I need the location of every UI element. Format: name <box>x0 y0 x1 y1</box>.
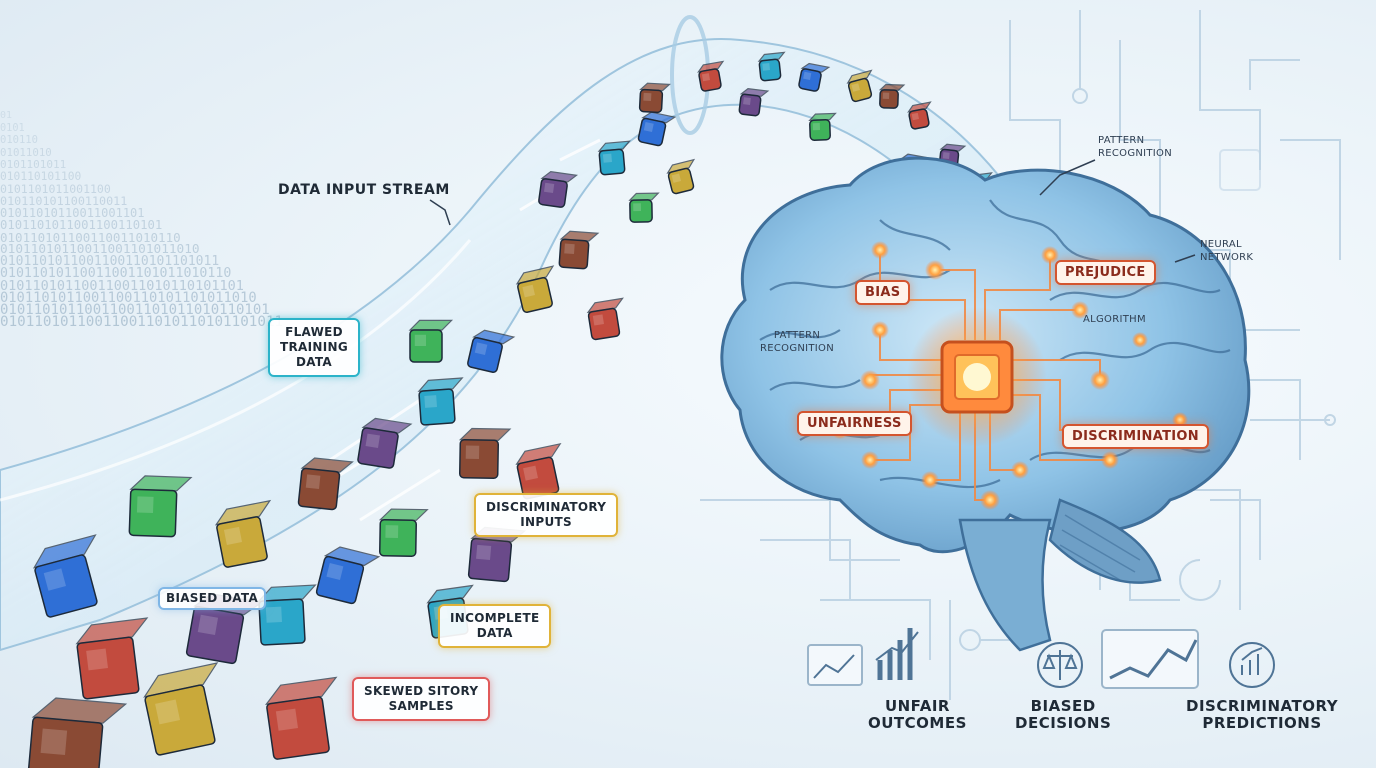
data-cube <box>798 62 831 92</box>
callout-flawed-training-data: FLAWED TRAINING DATA <box>268 318 360 377</box>
data-cube <box>597 140 631 176</box>
binary-line: 010110 <box>0 134 38 146</box>
data-cube <box>878 83 906 109</box>
data-cube <box>467 329 516 373</box>
label-neural-network: NEURAL NETWORK <box>1200 239 1254 263</box>
processor-chip <box>907 307 1047 447</box>
data-cube <box>666 158 696 195</box>
binary-line: 01011010110011001101011010110101 <box>0 302 270 318</box>
data-input-stream-label: DATA INPUT STREAM <box>278 182 450 198</box>
data-cube <box>757 51 786 82</box>
outcome-icons <box>807 628 1275 689</box>
data-cube <box>738 88 770 117</box>
callout-discriminatory-inputs: DISCRIMINATORY INPUTS <box>474 493 619 537</box>
outcome-biased: BIASED DECISIONS <box>1015 697 1112 733</box>
label-pattern-recognition-outer: PATTERN RECOGNITION <box>1098 135 1173 159</box>
binary-line: 01011010110011001101 <box>0 206 145 220</box>
data-cube <box>907 101 932 130</box>
callout-biased-data: BIASED DATA <box>158 587 267 610</box>
binary-line: 010110101100 <box>0 170 82 183</box>
binary-line: 0101101011001100110101101011 <box>0 254 220 269</box>
binary-line: 010110101100110011010110 <box>0 230 181 245</box>
data-cube <box>315 546 381 605</box>
callout-incomplete-data: INCOMPLETE DATA <box>438 604 552 648</box>
data-cube <box>357 417 413 469</box>
data-cube <box>417 377 464 426</box>
data-cube <box>808 112 837 141</box>
data-cube <box>538 171 579 208</box>
data-cube <box>458 427 512 480</box>
data-cube <box>297 457 354 511</box>
data-cube <box>26 697 128 768</box>
data-cube <box>637 111 677 147</box>
binary-line: 010110101100110011 <box>0 194 128 208</box>
data-cube <box>143 662 219 756</box>
binary-line: 01011010110011001101011010 <box>0 242 200 257</box>
binary-line: 0101101011001100 <box>0 182 111 196</box>
data-cube <box>128 475 193 538</box>
data-cube <box>846 69 873 103</box>
binary-line: 01 <box>0 110 13 121</box>
data-cube <box>586 297 624 341</box>
label-pattern-recognition-inner: PATTERN RECOGNITION <box>760 330 835 354</box>
data-cube <box>257 584 317 646</box>
data-cube <box>628 192 660 223</box>
label-unfairness: UNFAIRNESS <box>797 411 912 436</box>
data-cube <box>75 617 149 700</box>
binary-line: 01011010110011001101011010110 <box>0 266 232 281</box>
data-cube <box>408 319 454 363</box>
outcome-unfair: UNFAIR OUTCOMES <box>868 697 967 733</box>
binary-line: 0101101011 <box>0 158 67 171</box>
data-cube <box>638 82 671 114</box>
binary-line: 0101 <box>0 122 25 134</box>
data-cube <box>558 230 600 270</box>
binary-line: 010110101100110011010110101101011 <box>0 314 284 330</box>
data-cube <box>32 534 98 618</box>
outcome-discriminatory: DISCRIMINATORY PREDICTIONS <box>1186 697 1339 733</box>
binary-line: 0101101011001100110101 <box>0 218 163 232</box>
binary-line: 01011010 <box>0 146 52 159</box>
data-cube <box>265 676 338 760</box>
data-cube <box>214 499 272 568</box>
binary-line: 010110101100110011010110101101 <box>0 278 244 294</box>
label-discrimination: DISCRIMINATION <box>1062 424 1209 449</box>
callout-skewed-samples: SKEWED SITORY SAMPLES <box>352 677 491 721</box>
binary-line: 0101101011001100110101101011010 <box>0 290 257 306</box>
data-cube <box>378 508 429 557</box>
label-prejudice: PREJUDICE <box>1055 260 1156 285</box>
data-cube <box>515 265 555 313</box>
data-cube <box>697 60 725 92</box>
label-bias: BIAS <box>855 280 911 305</box>
label-algorithm: ALGORITHM <box>1083 314 1146 325</box>
